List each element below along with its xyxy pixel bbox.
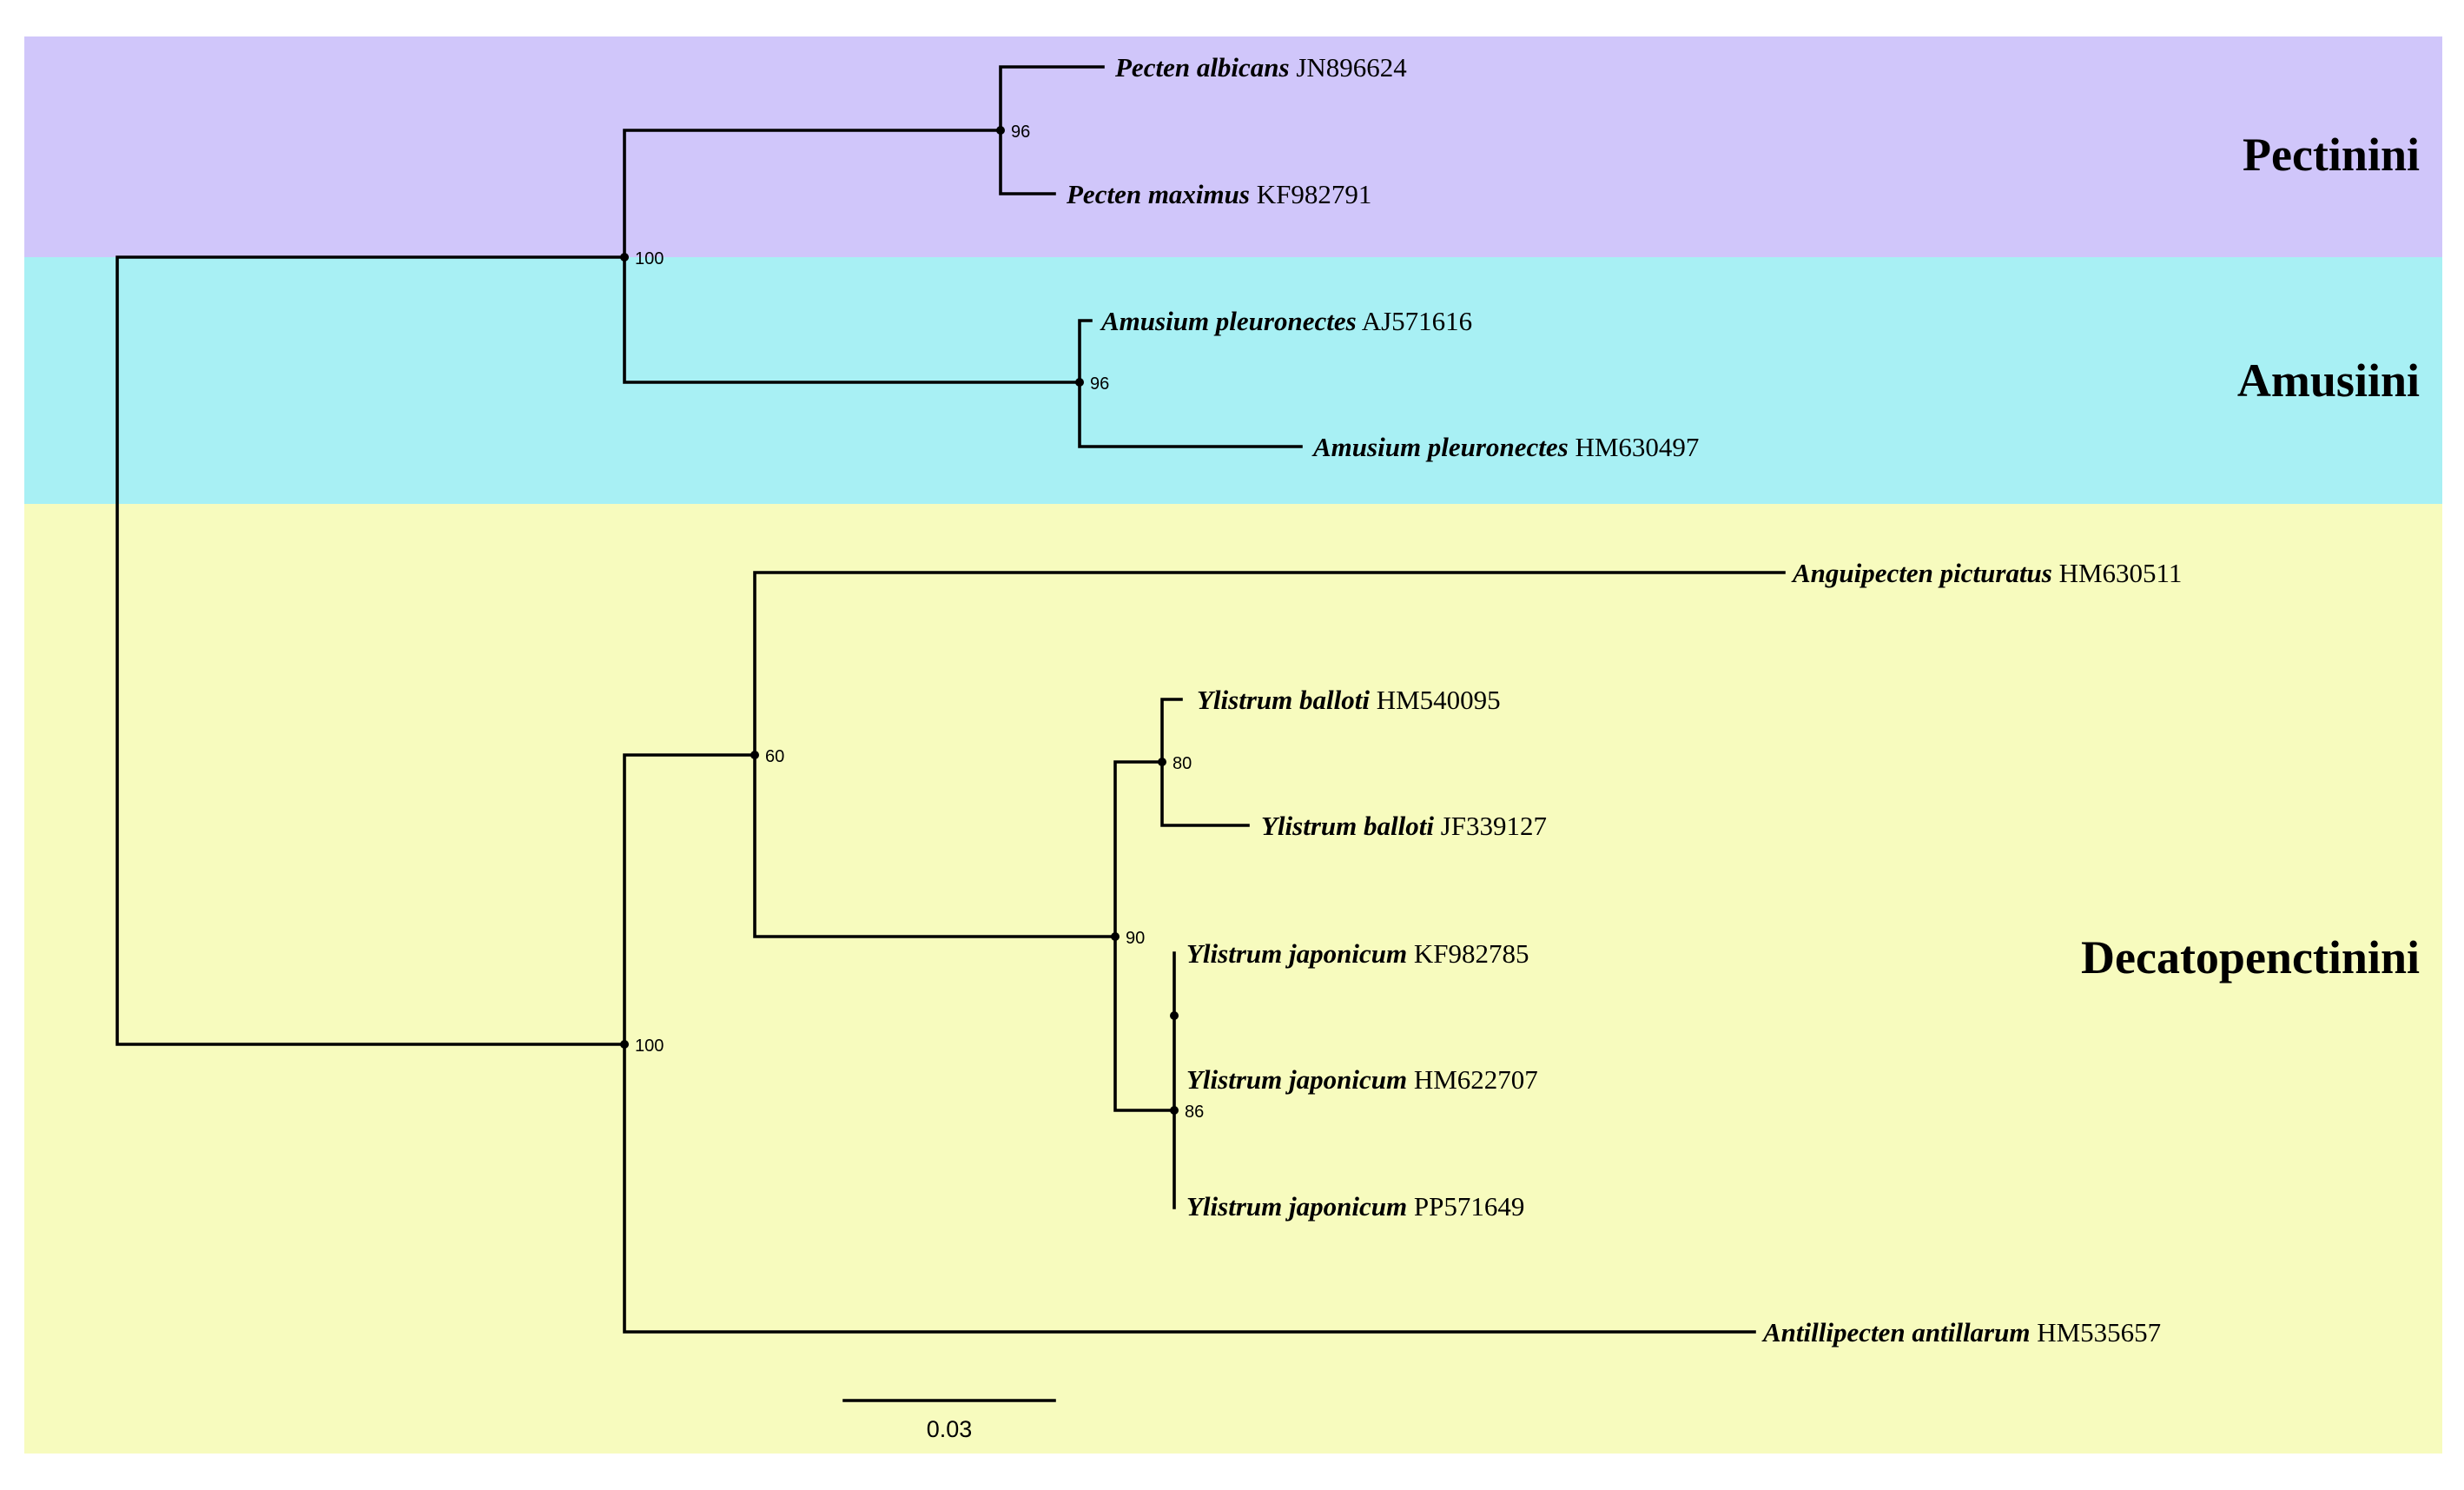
node-dots [620, 126, 1179, 1115]
support-values: 96 100 96 60 80 90 86 100 [635, 123, 1204, 1122]
support-value-ylistrum-balloti: 80 [1173, 754, 1192, 773]
branch-root [116, 255, 626, 1046]
taxon-species: Antillipecten antillarum [1761, 1317, 2030, 1348]
taxon-species: Ylistrum japonicum [1186, 1191, 1407, 1222]
node-dot [1075, 378, 1084, 387]
scale-bar-label: 0.03 [927, 1416, 973, 1442]
support-value-decatopenctinini-inner: 60 [765, 747, 784, 766]
scale-bar: 0.03 [842, 1399, 1056, 1442]
taxon-label: Anguipecten picturatus HM630511 [1791, 558, 2182, 588]
taxon-label: Ylistrum balloti JF339127 [1261, 811, 1547, 841]
taxon-accession: JN896624 [1296, 52, 1407, 83]
clade-band-pectinini [24, 36, 2442, 257]
taxon-accession: JF339127 [1441, 811, 1547, 841]
taxon-accession: KF982785 [1414, 938, 1529, 969]
taxon-species: Ylistrum balloti [1197, 685, 1370, 715]
taxon-labels: Pecten albicans JN896624 Pecten maximus … [1066, 52, 2182, 1348]
taxon-label: Pecten maximus KF982791 [1066, 179, 1371, 209]
taxon-species: Amusium pleuronectes [1100, 306, 1357, 336]
node-dot [1170, 1106, 1179, 1115]
taxon-species: Ylistrum japonicum [1186, 1064, 1407, 1095]
clade-band-decatopenctinini [24, 504, 2442, 1454]
taxon-label: Ylistrum japonicum HM622707 [1186, 1064, 1538, 1095]
taxon-label: Antillipecten antillarum HM535657 [1761, 1317, 2161, 1348]
node-dot [620, 1040, 629, 1049]
taxon-species: Amusium pleuronectes [1311, 432, 1569, 462]
node-dot [750, 751, 759, 759]
taxon-accession: KF982791 [1257, 179, 1372, 209]
node-dot [1111, 932, 1120, 941]
taxon-species: Anguipecten picturatus [1791, 558, 2052, 588]
support-value-amusium: 96 [1090, 374, 1109, 394]
node-dot [1170, 1011, 1179, 1020]
support-value-pecten: 96 [1011, 123, 1030, 142]
clade-label-decatopenctinini: Decatopenctinini [2081, 931, 2420, 983]
support-value-decatopenctinini: 100 [635, 1036, 664, 1056]
taxon-species: Pecten maximus [1066, 179, 1250, 209]
taxon-label: Ylistrum japonicum KF982785 [1186, 938, 1529, 969]
support-value-pectinini-amusiini: 100 [635, 249, 664, 268]
node-dot [1158, 758, 1166, 766]
taxon-label: Ylistrum japonicum PP571649 [1186, 1191, 1524, 1222]
node-dot [620, 253, 629, 262]
taxon-accession: HM540095 [1377, 685, 1501, 715]
taxon-species: Ylistrum japonicum [1186, 938, 1407, 969]
taxon-label: Ylistrum balloti HM540095 [1197, 685, 1501, 715]
node-dot [996, 126, 1005, 135]
taxon-accession: HM535657 [2037, 1317, 2161, 1348]
taxon-accession: AJ571616 [1362, 306, 1472, 336]
clade-label-amusiini: Amusiini [2237, 354, 2420, 407]
taxon-species: Ylistrum balloti [1261, 811, 1434, 841]
clade-label-pectinini: Pectinini [2243, 129, 2420, 181]
taxon-label: Pecten albicans JN896624 [1114, 52, 1407, 83]
taxon-species: Pecten albicans [1114, 52, 1290, 83]
taxon-accession: HM630497 [1575, 432, 1699, 462]
taxon-label: Amusium pleuronectes AJ571616 [1100, 306, 1472, 336]
clade-band-amusiini [24, 257, 2442, 504]
taxon-accession: PP571649 [1414, 1191, 1524, 1222]
taxon-accession: HM622707 [1414, 1064, 1538, 1095]
support-value-ylistrum: 90 [1126, 929, 1145, 948]
taxon-accession: HM630511 [2059, 558, 2183, 588]
support-value-ylistrum-japonicum: 86 [1185, 1103, 1204, 1122]
taxon-label: Amusium pleuronectes HM630497 [1311, 432, 1699, 462]
